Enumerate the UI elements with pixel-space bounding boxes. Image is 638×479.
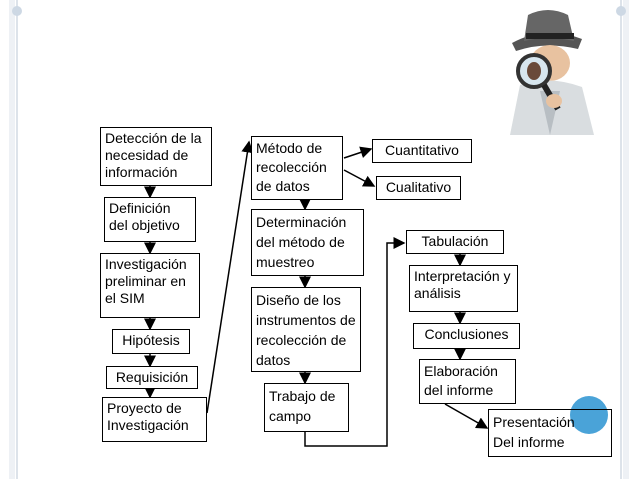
box-determinacion: Determinación del método de muestreo (251, 209, 364, 276)
box-conclusiones: Conclusiones (413, 323, 520, 349)
presentacion-line-2: Del informe (493, 434, 565, 450)
page-border-right-line (620, 0, 622, 479)
box-diseno: Diseño de los instrumentos de recolecció… (251, 287, 361, 372)
box-metodo: Método de recolección de datos (251, 136, 343, 200)
accent-dot (570, 396, 608, 434)
box-trabajo: Trabajo de campo (264, 383, 349, 432)
box-investigacion: Investigación preliminar en el SIM (100, 253, 200, 318)
box-proyecto: Proyecto de Investigación (102, 397, 207, 442)
box-cualitativo: Cualitativo (376, 176, 461, 200)
box-requisicion: Requisición (106, 366, 198, 389)
box-presentacion: Presentación Del informe (488, 409, 612, 457)
corner-circle-right (616, 6, 626, 16)
corner-circle-left (12, 6, 22, 16)
box-elaboracion: Elaboración del informe (419, 359, 516, 404)
box-deteccion: Detección de la necesidad de información (100, 127, 212, 186)
page-border-left (9, 0, 15, 479)
box-cuantitativo: Cuantitativo (372, 139, 472, 163)
box-interpretacion: Interpretación y análisis (409, 265, 518, 312)
page-border-right (623, 0, 629, 479)
box-definicion: Definición del objetivo (104, 197, 196, 242)
page-border-left-line (16, 0, 18, 479)
box-tabulacion: Tabulación (406, 230, 504, 254)
detective-magnifying-glass-icon (510, 10, 594, 135)
presentacion-line-1: Presentación (493, 414, 575, 430)
box-hipotesis: Hipótesis (112, 329, 190, 354)
